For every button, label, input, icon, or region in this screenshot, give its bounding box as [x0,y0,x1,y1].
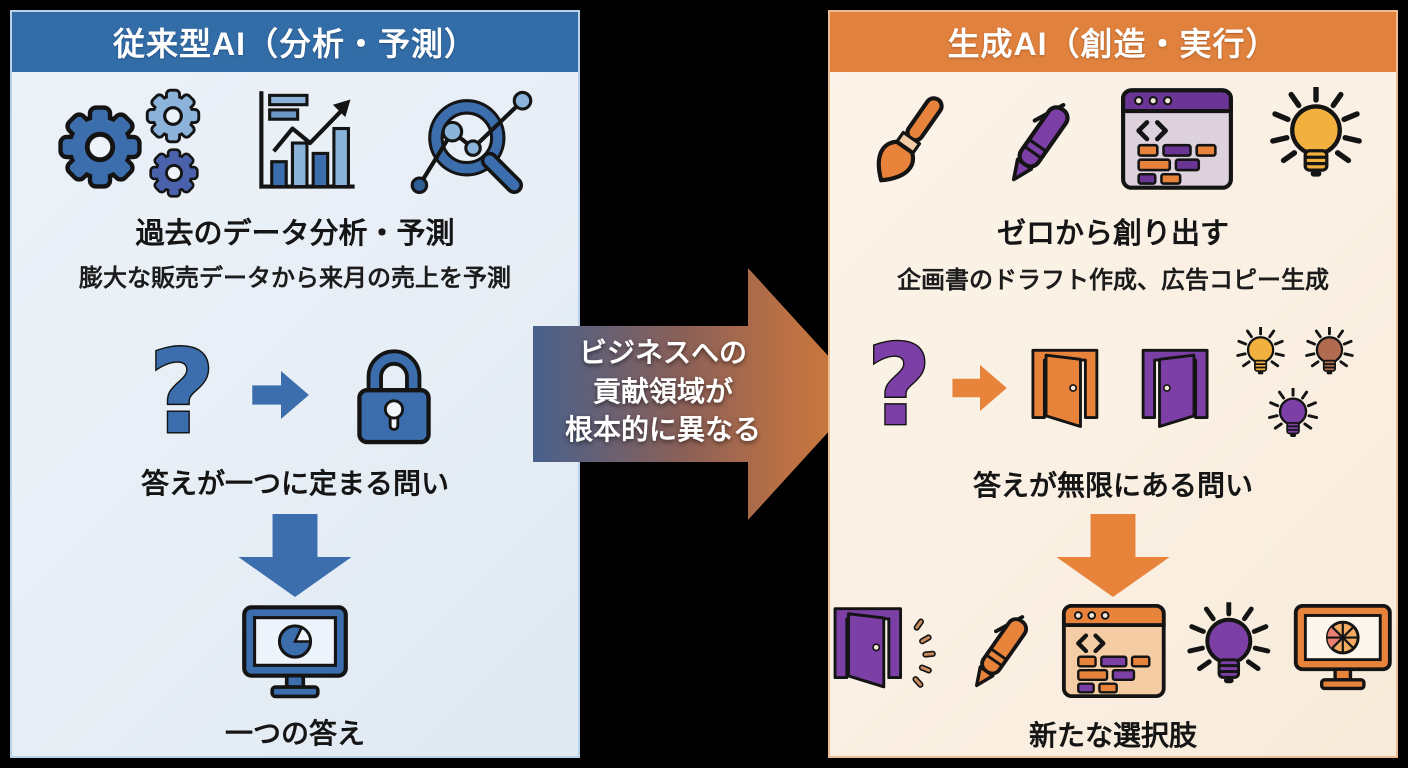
arrow-right-icon [252,370,310,420]
generative-ai-title: 生成AI（創造・実行） [947,26,1279,62]
result-caption: 一つの答え [224,718,365,749]
generative-ai-panel: 生成AI（創造・実行） ゼロから創り出す 企画書のドラフト作成、広告コピー生成 … [828,10,1398,758]
gears-icon [51,84,211,206]
lightbulb-icon [1262,86,1370,196]
pen-icon [988,86,1092,198]
capability-heading: ゼロから創り出す [996,218,1229,250]
center-label-line2: 貢献領域が [592,375,733,407]
code-window-icon [1120,86,1234,192]
generative-ai-header: 生成AI（創造・実行） [830,12,1396,72]
analysis-icons-row [12,84,578,206]
result-icon-row [12,604,578,708]
result-caption: 新たな選択肢 [1028,720,1197,751]
pen-icon [953,602,1049,700]
arrow-down-icon [236,514,354,598]
question-caption: 答えが無限にある問い [972,470,1253,501]
open-door-sparkle-icon [833,607,936,689]
magnifier-network-icon [410,90,533,195]
lightbulb-cluster-icon [1236,327,1354,439]
question-mark-icon: ? [866,326,932,450]
code-window-icon [1061,602,1167,700]
capability-example: 膨大な販売データから来月の売上を予測 [79,265,511,292]
traditional-ai-panel: 従来型AI（分析・予測） [10,10,580,758]
arrow-right-icon [952,364,1008,412]
creation-icons-row [830,86,1396,198]
question-mark-icon: ? [148,332,216,458]
result-icons-row [830,600,1396,702]
capability-heading: 過去のデータ分析・予測 [135,218,455,250]
down-arrow-row [830,514,1396,598]
monitor-pie-chart-icon [242,605,348,699]
question-mark-glyph: ? [149,332,215,458]
open-door-orange-icon [1028,332,1110,444]
lock-icon [357,349,431,445]
bar-chart-trend-icon [259,91,355,189]
monitor-pie-chart-icon [1294,603,1393,691]
question-mark-glyph: ? [867,326,932,450]
center-label-line1: ビジネスへの [578,337,747,368]
paintbrush-icon [856,86,960,198]
open-door-purple-icon [1130,332,1212,444]
traditional-ai-header: 従来型AI（分析・予測） [12,12,578,72]
center-transition-arrow [533,268,863,520]
question-caption: 答えが一つに定まる問い [140,468,449,499]
traditional-ai-title: 従来型AI（分析・予測） [112,26,477,62]
arrow-down-icon [1054,514,1172,598]
lightbulb-icon [1180,601,1278,701]
center-arrow-label: ビジネスへの 貢献領域が 根本的に異なる [538,334,788,450]
center-label-line3: 根本的に異なる [564,414,761,446]
sparkle-dashes [912,618,936,688]
question-flow-row: ? [830,326,1396,450]
question-flow-row: ? [12,332,578,458]
down-arrow-row [12,514,578,598]
capability-example: 企画書のドラフト作成、広告コピー生成 [897,267,1329,294]
